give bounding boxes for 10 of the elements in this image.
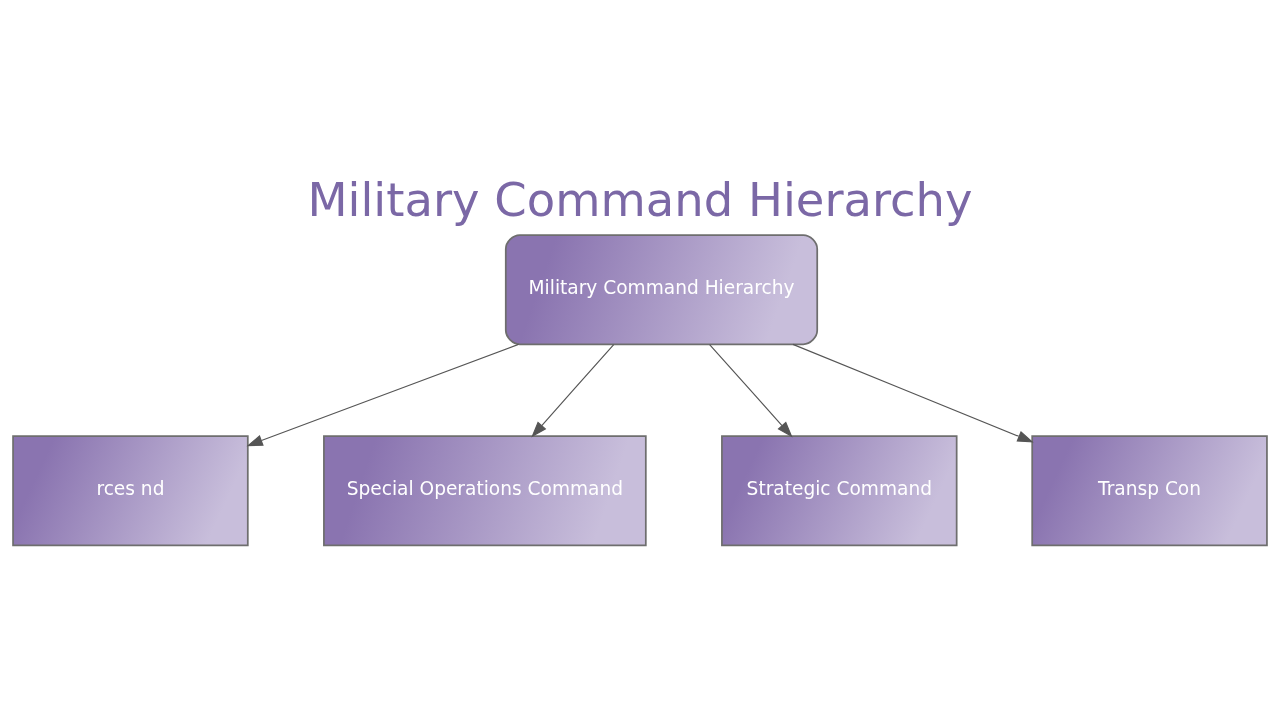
- node-box: Military Command Hierarchy: [504, 234, 819, 346]
- node-box: Strategic Command: [721, 435, 958, 547]
- node-box: Transp Con: [1031, 435, 1268, 547]
- arrow: [531, 344, 615, 438]
- node-box: Special Operations Command: [323, 435, 647, 547]
- arrow: [246, 343, 520, 447]
- arrow: [709, 344, 793, 438]
- diagram-title: Military Command Hierarchy: [307, 173, 973, 228]
- arrow: [792, 343, 1034, 443]
- node-box: rces nd: [12, 435, 249, 547]
